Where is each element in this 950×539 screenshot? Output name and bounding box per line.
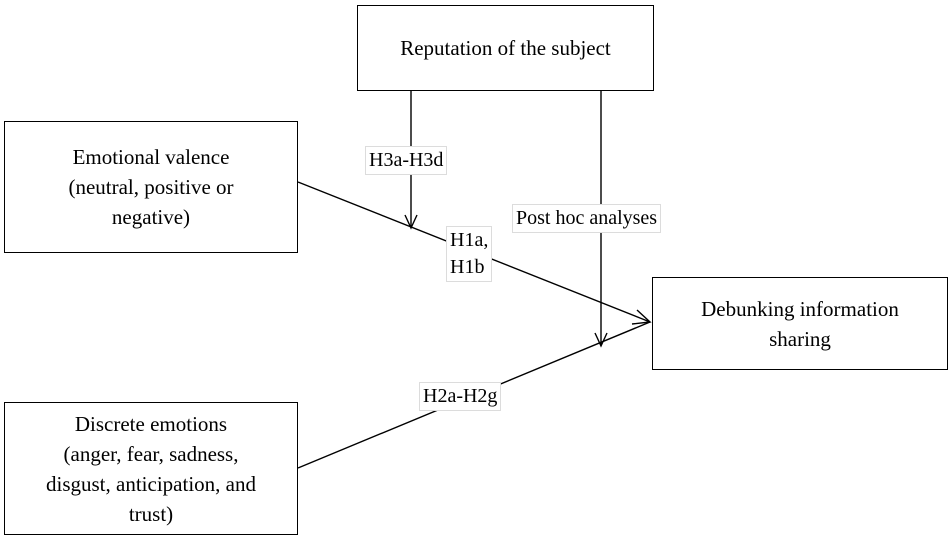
discrete-text: Discrete emotions (anger, fear, sadness,… — [46, 409, 256, 529]
discrete-line: Discrete emotions — [74, 411, 228, 436]
posthoc-line: Post hoc analyses — [516, 207, 658, 229]
outcome-text: Debunking information sharing — [701, 294, 899, 354]
discrete-line: disgust, anticipation, and — [46, 471, 256, 496]
edge-label-h2: H2a-H2g — [419, 382, 502, 411]
edge-label-h3: H3a-H3d — [365, 146, 448, 175]
edge-label-h1: H1a, H1b — [446, 226, 493, 282]
arrowhead-valence — [631, 309, 652, 325]
valence-text: Emotional valence (neutral, positive or … — [68, 142, 233, 232]
h1-line: H1a, — [450, 229, 489, 251]
valence-line: (neutral, positive or — [68, 175, 234, 199]
discrete-emotions-box: Discrete emotions (anger, fear, sadness,… — [4, 402, 298, 535]
valence-line: Emotional valence — [72, 145, 230, 169]
arrowhead-posthoc — [594, 332, 608, 348]
discrete-line: trust) — [128, 501, 174, 526]
outcome-line: sharing — [769, 326, 831, 351]
discrete-line: (anger, fear, sadness, — [63, 441, 239, 466]
debunking-sharing-box: Debunking information sharing — [652, 277, 948, 370]
edge-label-posthoc: Post hoc analyses — [512, 204, 662, 233]
outcome-line: Debunking information — [701, 296, 899, 321]
emotional-valence-box: Emotional valence (neutral, positive or … — [4, 121, 298, 253]
h3-line: H3a-H3d — [369, 149, 444, 171]
h1-line: H1b — [450, 256, 485, 278]
reputation-line: Reputation of the subject — [400, 36, 611, 60]
reputation-text: Reputation of the subject — [400, 33, 611, 63]
arrowhead-moderation — [404, 214, 418, 230]
reputation-of-subject-box: Reputation of the subject — [357, 5, 654, 91]
h2-line: H2a-H2g — [423, 385, 498, 407]
valence-line: negative) — [111, 205, 191, 229]
